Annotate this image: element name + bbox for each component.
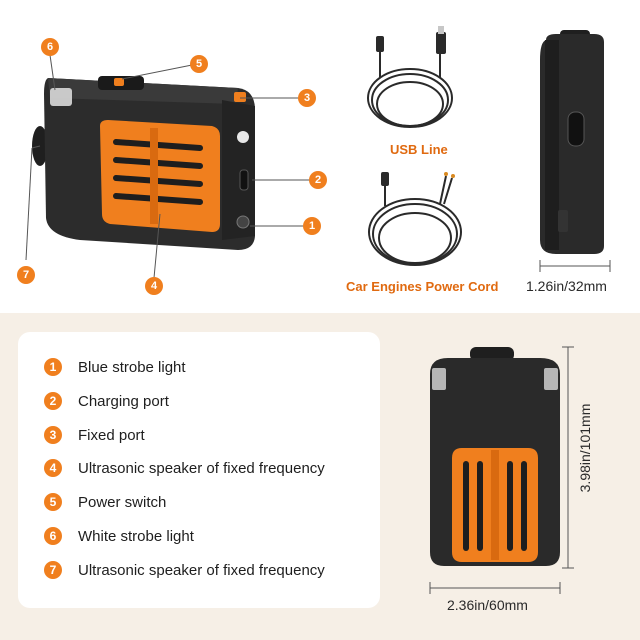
- legend-label: White strobe light: [78, 527, 194, 545]
- legend-number: 7: [44, 561, 62, 579]
- legend-card: [18, 332, 380, 608]
- thickness-dimension-text: 1.26in/32mm: [526, 278, 607, 294]
- callout-badge-3: 3: [298, 89, 316, 107]
- device-front-view: [430, 347, 560, 566]
- legend-item: 4 Ultrasonic speaker of fixed frequency: [44, 458, 325, 478]
- legend-item: 3 Fixed port: [44, 425, 145, 445]
- white-strobe-light: [50, 88, 72, 106]
- blue-strobe-light: [236, 215, 250, 229]
- legend-label: Blue strobe light: [78, 358, 186, 376]
- legend-number: 6: [44, 527, 62, 545]
- device-side-view: [540, 30, 604, 254]
- width-dimension-text: 2.36in/60mm: [447, 597, 528, 613]
- width-dimension-line: [429, 582, 561, 594]
- device-angled-view: [32, 76, 255, 250]
- callout-badge-4: 4: [145, 277, 163, 295]
- height-dimension-line: [562, 346, 574, 569]
- legend-number: 4: [44, 459, 62, 477]
- fixed-port-dot: [237, 131, 249, 143]
- legend-label: Power switch: [78, 493, 167, 511]
- legend-item: 1 Blue strobe light: [44, 357, 186, 377]
- legend-item: 5 Power switch: [44, 492, 166, 512]
- legend-label: Charging port: [78, 392, 169, 410]
- charging-port: [239, 169, 249, 191]
- legend-number: 3: [44, 426, 62, 444]
- callout-badge-7: 7: [17, 266, 35, 284]
- legend-number: 1: [44, 358, 62, 376]
- legend-item: 6 White strobe light: [44, 526, 194, 546]
- legend-label: Fixed port: [78, 426, 145, 444]
- callout-lines: [25, 54, 310, 279]
- usb-cable-illustration: [367, 48, 453, 128]
- height-dimension-text: 3.98in/101mm: [577, 403, 593, 493]
- legend-label: Ultrasonic speaker of fixed frequency: [78, 459, 325, 477]
- legend-label: Ultrasonic speaker of fixed frequency: [78, 561, 325, 579]
- car-power-cord-illustration: [368, 175, 462, 266]
- usb-line-caption: USB Line: [390, 142, 448, 157]
- legend-number: 5: [44, 493, 62, 511]
- callout-badge-1: 1: [303, 217, 321, 235]
- legend-item: 2 Charging port: [44, 391, 169, 411]
- legend-item: 7 Ultrasonic speaker of fixed frequency: [44, 560, 325, 580]
- car-power-cord-caption: Car Engines Power Cord: [346, 279, 499, 294]
- callout-badge-2: 2: [309, 171, 327, 189]
- thickness-dimension-line: [539, 260, 611, 272]
- legend-number: 2: [44, 392, 62, 410]
- power-switch-marker: [114, 78, 124, 86]
- callout-badge-5: 5: [190, 55, 208, 73]
- callout-badge-6: 6: [41, 38, 59, 56]
